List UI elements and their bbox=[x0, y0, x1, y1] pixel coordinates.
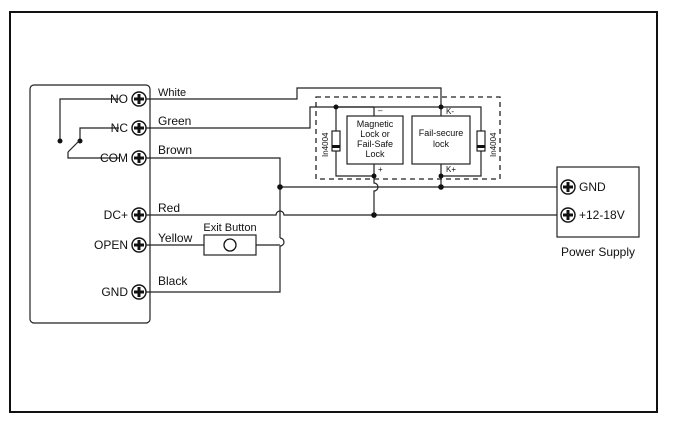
screw-terminal-icon bbox=[560, 179, 576, 195]
power-voltage-label: +12-18V bbox=[579, 208, 625, 222]
failsecure-k-minus: K- bbox=[446, 107, 454, 116]
magnetic-minus-mark: – bbox=[378, 106, 383, 115]
wire-red-label: Red bbox=[158, 201, 180, 215]
wire-green-label: Green bbox=[158, 114, 191, 128]
wire-green bbox=[146, 106, 441, 129]
screw-terminal-icon bbox=[131, 207, 147, 223]
junction-dot bbox=[277, 184, 283, 190]
wire-yellow-label: Yellow bbox=[158, 231, 193, 245]
screw-terminal-icon bbox=[560, 207, 576, 223]
magnetic-lock-label-1: Magnetic bbox=[357, 119, 394, 129]
screw-terminal-icon bbox=[131, 91, 147, 107]
lock-area-dashed bbox=[315, 96, 501, 180]
failsecure-lock-label-2: lock bbox=[433, 139, 450, 149]
failsecure-lock-label-1: Fail-secure bbox=[419, 128, 464, 138]
magnetic-lock-label-4: Lock bbox=[365, 149, 385, 159]
magnetic-plus-mark: + bbox=[378, 165, 383, 174]
junction-dot bbox=[438, 184, 444, 190]
diode-right-label: In4004 bbox=[489, 132, 498, 157]
terminal-nc-label: NC bbox=[111, 121, 129, 135]
wire-brown-label: Brown bbox=[158, 143, 192, 157]
screw-terminal-icon bbox=[131, 237, 147, 253]
junction-dot bbox=[371, 212, 377, 218]
wire-black-label: Black bbox=[158, 274, 188, 288]
relay-contact-symbol bbox=[57, 98, 119, 159]
screw-terminal-icon bbox=[131, 120, 147, 136]
terminal-com-label: COM bbox=[100, 151, 128, 165]
wire-lock-feed bbox=[373, 176, 379, 215]
magnetic-lock-label-2: Lock or bbox=[360, 129, 390, 139]
exit-button-label: Exit Button bbox=[203, 222, 256, 234]
power-supply-box bbox=[556, 166, 640, 238]
wire-left-diode-rail bbox=[335, 107, 374, 177]
magnetic-lock-label-3: Fail-Safe bbox=[357, 139, 393, 149]
wire-red bbox=[146, 210, 557, 216]
terminal-open-label: OPEN bbox=[94, 238, 128, 252]
terminal-dcplus-label: DC+ bbox=[104, 208, 128, 222]
terminal-no-label: NO bbox=[110, 92, 128, 106]
magnetic-lock-box bbox=[346, 115, 404, 165]
exit-button-symbol bbox=[203, 234, 257, 256]
diode-left-label: In4004 bbox=[321, 132, 330, 157]
diode-right-icon bbox=[476, 130, 486, 152]
screw-terminal-icon bbox=[131, 150, 147, 166]
failsecure-k-plus: K+ bbox=[446, 165, 456, 174]
controller-box bbox=[29, 84, 151, 324]
outer-frame bbox=[9, 11, 658, 413]
wire-white-label: White bbox=[158, 87, 186, 99]
wire-black bbox=[146, 246, 281, 293]
wire-brown-hop bbox=[279, 237, 285, 247]
power-gnd-label: GND bbox=[579, 180, 606, 194]
terminal-gnd-label: GND bbox=[101, 285, 128, 299]
diode-left-icon bbox=[331, 130, 341, 152]
screw-terminal-icon bbox=[131, 284, 147, 300]
wire-white bbox=[146, 87, 442, 107]
power-supply-label: Power Supply bbox=[561, 245, 635, 259]
